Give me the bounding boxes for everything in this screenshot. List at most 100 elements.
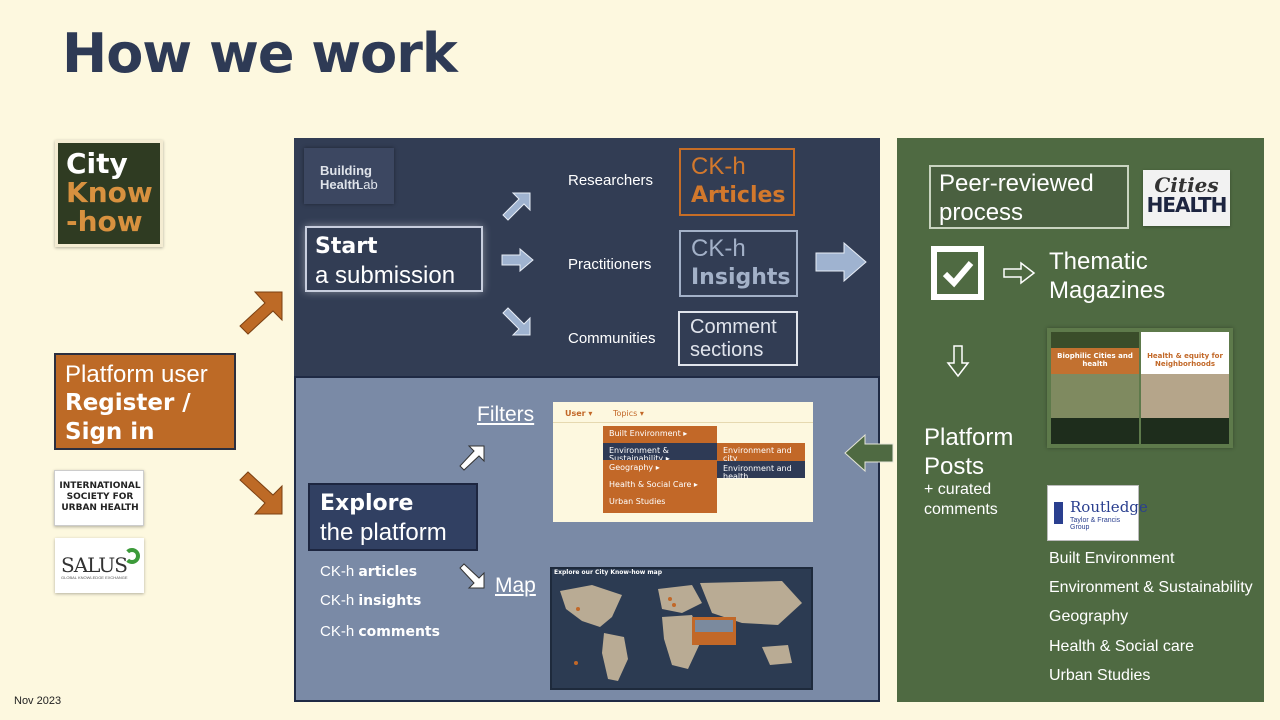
process-label: process <box>939 199 1024 226</box>
register-label: Register / <box>65 390 191 416</box>
routledge-logo: Routledge Taylor & Francis Group <box>1047 485 1148 541</box>
cover-photo <box>1141 374 1229 418</box>
routledge-name: Routledge <box>1070 498 1148 516</box>
routledge-sub: Taylor & Francis Group <box>1070 517 1121 531</box>
cover-footer <box>1141 418 1229 444</box>
salus-logo: SALUS GLOBAL KNOWLEDGE EXCHANGE <box>55 538 144 593</box>
thematic-line2: Magazines <box>1049 277 1166 304</box>
logo-line-know: Know <box>66 176 153 209</box>
map-title: Explore our City Know-how map <box>554 569 663 576</box>
filter-item: Geography ▸ <box>603 460 717 477</box>
magazine-cover: Biophilic Cities and health <box>1051 332 1139 444</box>
cover-header <box>1051 332 1139 348</box>
ckh-articles-box[interactable]: CK-h Articles <box>679 148 795 216</box>
world-map-graphic <box>552 569 811 681</box>
menu-divider <box>553 422 813 423</box>
start-label: Start <box>315 234 378 259</box>
building-health-lab-logo: Building Health Lab <box>304 148 394 204</box>
start-submission-button[interactable]: Start a submission <box>305 226 483 292</box>
topic-item: Geography <box>1049 608 1129 625</box>
user-menu: User ▾ <box>565 409 593 418</box>
curated-comments-label: + curated comments <box>924 480 998 520</box>
bhl-line: Building <box>320 163 372 178</box>
magazine-covers: Biophilic Cities and health Health & equ… <box>1047 328 1233 448</box>
salus-name: SALUS <box>61 553 128 577</box>
cities-health-logo: Cities HEALTH <box>1143 170 1230 226</box>
sections-label: sections <box>690 339 764 361</box>
map-link[interactable]: Map <box>495 574 536 597</box>
logo-line-city: City <box>66 147 128 180</box>
thematic-line1: Thematic <box>1049 248 1148 275</box>
platform-label: the platform <box>320 519 447 546</box>
insights-label: Insights <box>691 265 791 290</box>
filters-link[interactable]: Filters <box>477 403 535 426</box>
submission-label: a submission <box>315 262 456 289</box>
explore-platform-button[interactable]: Explore the platform <box>308 483 478 551</box>
item-bold: insights <box>358 593 422 609</box>
filter-item: Built Environment ▸ <box>603 426 717 443</box>
platform-user-label: Platform user <box>65 361 208 388</box>
arrow-right-icon <box>501 247 534 273</box>
cities-health-line1: Cities <box>1154 173 1219 197</box>
arrow-left-icon <box>844 433 894 473</box>
ckh-insights-item: CK-h insights <box>320 592 421 609</box>
bhl-line: Health <box>320 177 360 192</box>
date-label: Nov 2023 <box>14 695 62 707</box>
page-title: How we work <box>62 22 458 85</box>
item-bold: articles <box>358 564 418 580</box>
cover-photo <box>1051 374 1139 418</box>
platform-posts-label: Platform Posts <box>924 423 1013 481</box>
routledge-mark-icon <box>1054 502 1063 524</box>
curated-line: + curated <box>924 481 992 498</box>
filter-item: Environment & Sustainability ▸ <box>603 443 717 463</box>
topic-item: Health & Social care <box>1049 638 1194 655</box>
topics-menu: Topics ▾ <box>613 409 644 418</box>
check-glyph-icon <box>942 261 974 288</box>
cities-health-line2: HEALTH <box>1146 193 1228 217</box>
bhl-line: Lab <box>356 177 378 192</box>
magazine-title: Health & equity for Neighborhoods <box>1147 352 1223 368</box>
arrow-up-right-icon <box>459 445 485 471</box>
peer-review-box: Peer-reviewed process <box>929 165 1129 229</box>
magazine-cover: Health & equity for Neighborhoods <box>1141 332 1229 444</box>
thematic-magazines-label: Thematic Magazines <box>1049 247 1165 305</box>
ckh-comments-item: CK-h comments <box>320 623 440 640</box>
topic-item: Environment & Sustainability <box>1049 579 1253 596</box>
researchers-label: Researchers <box>568 172 654 189</box>
item-prefix: CK-h <box>320 623 355 640</box>
item-prefix: CK-h <box>320 592 355 609</box>
isuh-line: SOCIETY FOR <box>66 492 134 502</box>
sign-in-label: Sign in <box>65 419 155 445</box>
arrow-up-right-icon <box>502 192 531 221</box>
arrow-down-outline-icon <box>946 345 970 378</box>
filter-subitem: Environment and city <box>717 443 805 463</box>
arrow-down-right-icon <box>502 307 531 336</box>
map-screenshot: Explore our City Know-how map <box>550 567 813 690</box>
filter-item: Urban Studies <box>603 494 717 513</box>
logo-line-how: -how <box>66 205 143 238</box>
arrow-right-outline-icon <box>1003 261 1036 285</box>
ckh-insights-box[interactable]: CK-h Insights <box>679 230 798 297</box>
cover-footer <box>1051 418 1139 444</box>
comment-sections-box[interactable]: Comment sections <box>678 311 798 366</box>
salus-leaf-icon <box>124 548 140 564</box>
checkmark-icon <box>931 246 984 300</box>
articles-prefix: CK-h <box>691 153 746 180</box>
practitioners-label: Practitioners <box>568 256 652 273</box>
platform-line: Platform <box>924 424 1014 451</box>
arrow-down-right-icon <box>459 563 485 589</box>
cover-header <box>1141 332 1229 348</box>
salus-sub: GLOBAL KNOWLEDGE EXCHANGE <box>61 575 128 580</box>
platform-user-box[interactable]: Platform user Register / Sign in <box>54 353 236 450</box>
isuh-logo: INTERNATIONAL SOCIETY FOR URBAN HEALTH <box>54 470 144 526</box>
comments-line: comments <box>924 501 998 518</box>
topic-item: Urban Studies <box>1049 667 1151 684</box>
posts-line: Posts <box>924 453 985 480</box>
communities-label: Communities <box>568 330 656 347</box>
explore-label: Explore <box>320 491 414 516</box>
articles-label: Articles <box>691 183 786 208</box>
isuh-line: INTERNATIONAL <box>59 481 141 491</box>
city-know-how-logo: City Know -how <box>55 140 163 247</box>
peer-label: Peer-reviewed <box>939 170 1094 197</box>
isuh-line: URBAN HEALTH <box>61 503 139 513</box>
